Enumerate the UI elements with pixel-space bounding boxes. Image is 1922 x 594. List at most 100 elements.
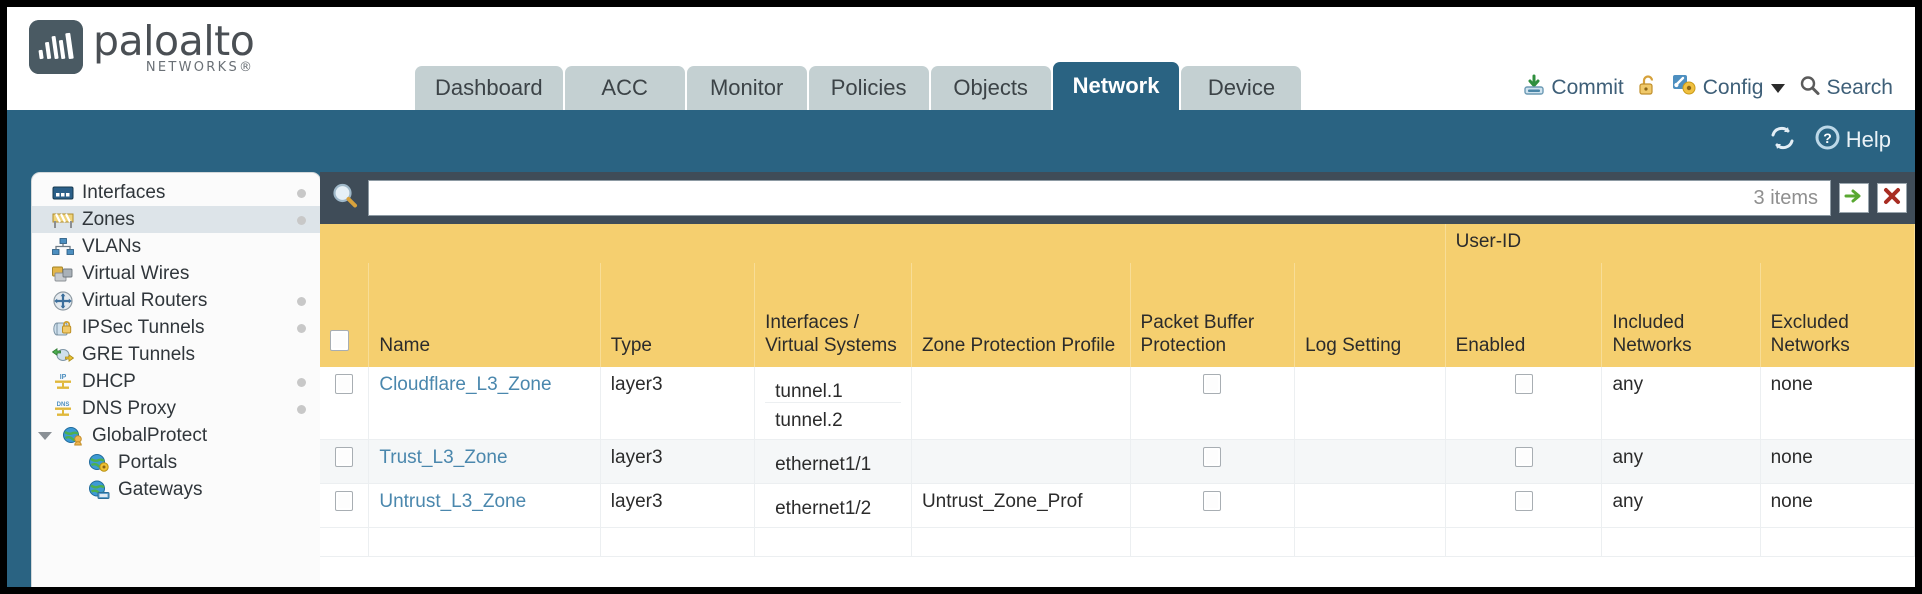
tab-monitor[interactable]: Monitor — [686, 66, 807, 110]
tab-label: Policies — [830, 75, 907, 100]
sidebar-item-zones[interactable]: Zones — [32, 206, 320, 233]
brand-name: paloalto — [93, 17, 255, 65]
refresh-icon[interactable] — [1769, 125, 1796, 156]
cell-excluded-networks: none — [1760, 367, 1915, 440]
gre-tunnels-icon — [52, 345, 74, 365]
config-wrench-key-icon — [1672, 73, 1698, 103]
sidebar-item-status-dot — [297, 189, 306, 198]
clear-filter-button[interactable] — [1877, 183, 1907, 213]
zones-icon — [52, 210, 74, 230]
sidebar-item-label: Interfaces — [82, 181, 166, 203]
sidebar-item-vlans[interactable]: VLANs — [32, 233, 320, 260]
cell-name: Cloudflare_L3_Zone — [368, 367, 601, 440]
column-header-type[interactable]: Type — [600, 263, 756, 367]
interfaces-icon — [52, 183, 74, 203]
sidebar-item-label: IPSec Tunnels — [82, 316, 205, 338]
tab-objects[interactable]: Objects — [930, 66, 1051, 110]
tab-policies[interactable]: Policies — [808, 66, 929, 110]
sidebar-item-virtual-wires[interactable]: Virtual Wires — [32, 260, 320, 287]
zone-name-link[interactable]: Untrust_L3_Zone — [379, 491, 527, 512]
sidebar-item-virtual-routers[interactable]: Virtual Routers — [32, 287, 320, 314]
column-header-enabled[interactable]: Enabled — [1445, 263, 1603, 367]
cell-interfaces: ethernet1/2 — [754, 483, 912, 528]
cell-zone-protection-profile — [911, 367, 1131, 440]
row-checkbox[interactable] — [335, 374, 354, 394]
tab-network[interactable]: Network — [1052, 62, 1180, 110]
svg-text:?: ? — [1823, 130, 1832, 146]
padlock-open-icon[interactable] — [1637, 73, 1659, 103]
table-toolbar: 3 items — [320, 172, 1915, 224]
column-header-zone-protection-profile[interactable]: Zone Protection Profile — [911, 263, 1131, 367]
brand-logo: paloalto NETWORKS® — [29, 17, 255, 75]
help-label: Help — [1845, 127, 1891, 152]
commit-button[interactable]: Commit — [1522, 73, 1624, 103]
globalprotect-icon — [62, 426, 84, 446]
interface-entry: tunnel.2 — [775, 410, 843, 431]
search-button[interactable]: Search — [1798, 74, 1893, 103]
column-header-excluded-networks[interactable]: Excluded Networks — [1760, 263, 1915, 367]
row-select-cell — [320, 439, 370, 484]
sidebar-item-label: DHCP — [82, 370, 136, 392]
commit-label: Commit — [1551, 76, 1624, 99]
filler-cell — [600, 527, 756, 557]
userid-enabled-checkbox[interactable] — [1514, 374, 1533, 394]
red-x-icon — [1881, 186, 1903, 211]
sidebar-item-interfaces[interactable]: Interfaces — [32, 179, 320, 206]
item-count-label: 3 items — [1753, 186, 1818, 209]
group-header-user-id: User-ID — [1445, 224, 1915, 263]
filler-cell — [320, 527, 370, 557]
packet-buffer-protection-checkbox[interactable] — [1203, 374, 1222, 394]
tab-dashboard[interactable]: Dashboard — [415, 66, 563, 110]
help-question-icon: ? — [1814, 124, 1841, 156]
packet-buffer-protection-checkbox[interactable] — [1203, 491, 1222, 511]
sidebar-item-globalprotect[interactable]: GlobalProtect — [32, 422, 320, 449]
row-checkbox[interactable] — [335, 491, 354, 511]
sidebar-item-gateways[interactable]: Gateways — [32, 476, 320, 503]
column-header-log-setting[interactable]: Log Setting — [1294, 263, 1446, 367]
select-all-checkbox[interactable] — [330, 330, 349, 351]
cell-excluded-networks: none — [1760, 483, 1915, 528]
userid-enabled-checkbox[interactable] — [1514, 447, 1533, 467]
virtual-routers-icon — [52, 290, 74, 311]
help-button[interactable]: ? Help — [1814, 124, 1891, 156]
sub-header-band: ? Help — [7, 110, 1915, 172]
packet-buffer-protection-checkbox[interactable] — [1203, 447, 1222, 467]
column-header-name[interactable]: Name — [368, 263, 601, 367]
userid-enabled-checkbox[interactable] — [1514, 491, 1533, 511]
sidebar-item-gre-tunnels[interactable]: GRE Tunnels — [32, 341, 320, 368]
column-header-packet-buffer-protection[interactable]: Packet Buffer Protection — [1130, 263, 1296, 367]
magnifier-icon[interactable] — [330, 181, 360, 216]
search-input[interactable]: 3 items — [368, 180, 1831, 216]
row-select-cell — [320, 367, 370, 440]
cell-name: Untrust_L3_Zone — [368, 483, 601, 528]
row-checkbox[interactable] — [335, 447, 354, 467]
column-header-included-networks[interactable]: Included Networks — [1601, 263, 1761, 367]
tab-device[interactable]: Device — [1181, 66, 1302, 110]
expand-collapse-triangle-icon[interactable] — [38, 431, 52, 440]
zone-name-link[interactable]: Cloudflare_L3_Zone — [379, 374, 552, 395]
cell-type: layer3 — [600, 483, 756, 528]
tab-label: ACC — [601, 75, 648, 100]
apply-filter-button[interactable] — [1839, 183, 1869, 213]
config-menu[interactable]: Config — [1672, 73, 1786, 103]
sidebar-item-ipsec-tunnels[interactable]: IPSec Tunnels — [32, 314, 320, 341]
filler-cell — [1445, 527, 1603, 557]
row-select-cell — [320, 483, 370, 528]
sidebar-item-portals[interactable]: Portals — [32, 449, 320, 476]
cell-userid-enabled — [1445, 439, 1603, 484]
sidebar-item-label: GRE Tunnels — [82, 343, 195, 365]
column-header-interfaces-virtual-systems[interactable]: Interfaces / Virtual Systems — [754, 263, 912, 367]
tab-acc[interactable]: ACC — [564, 66, 685, 110]
zone-name-link[interactable]: Trust_L3_Zone — [379, 447, 508, 468]
sidebar-item-label: Virtual Routers — [82, 289, 208, 311]
filler-cell — [754, 527, 912, 557]
